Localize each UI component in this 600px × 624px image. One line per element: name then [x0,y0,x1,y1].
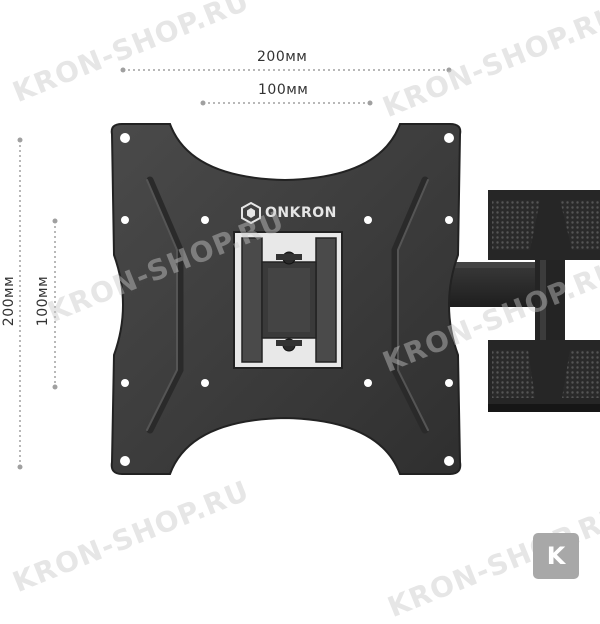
dimension-top-inner: 100мм [258,82,309,98]
onkron-logo: ONKRON [241,202,337,224]
logo-text: ONKRON [265,205,337,221]
dimension-left-outer: 200мм [1,275,17,327]
tv-wall-mount-illustration [17,67,600,475]
dimension-lines [17,67,452,470]
mounting-holes [120,133,454,466]
kron-shop-badge: K [533,533,579,579]
dimension-left-inner: 100мм [35,275,51,327]
onkron-hex-icon [241,202,261,224]
badge-letter: K [546,542,566,570]
dimension-top-outer: 200мм [257,49,308,65]
vesa-plate [110,123,462,475]
